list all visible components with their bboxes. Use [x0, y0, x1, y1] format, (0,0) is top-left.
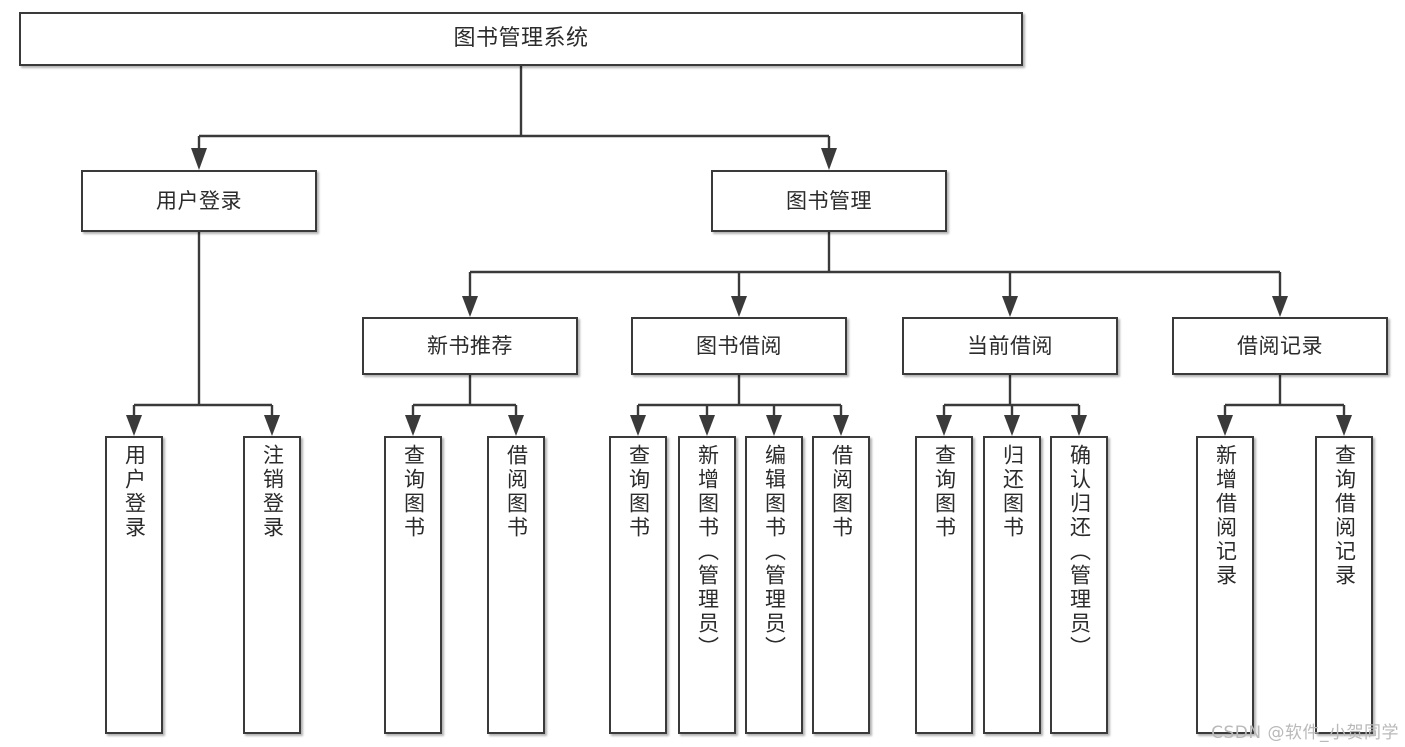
- arrow-leaf-query-record: [1336, 415, 1352, 436]
- arrow-book-manage: [821, 148, 837, 170]
- node-leaf-edit-book-label: 编辑图书（管理员）: [762, 444, 787, 660]
- node-user-login-label: 用户登录: [156, 188, 242, 213]
- node-leaf-add-book[interactable]: 新增图书（管理员）: [678, 436, 736, 734]
- node-borrow-record[interactable]: 借阅记录: [1172, 317, 1388, 375]
- node-leaf-borrow-book-1-label: 借阅图书: [504, 444, 529, 540]
- node-leaf-borrow-book-1[interactable]: 借阅图书: [487, 436, 545, 734]
- node-new-book-recommend[interactable]: 新书推荐: [362, 317, 578, 375]
- arrow-leaf-edit-book: [766, 415, 782, 436]
- watermark-text: CSDN @软件_小贺同学: [1211, 723, 1399, 743]
- node-new-book-recommend-label: 新书推荐: [427, 333, 513, 358]
- node-leaf-query-book-2-label: 查询图书: [626, 444, 651, 540]
- node-leaf-user-logout-label: 注销登录: [260, 444, 285, 540]
- node-book-borrow[interactable]: 图书借阅: [631, 317, 847, 375]
- arrow-leaf-confirm-return: [1071, 415, 1087, 436]
- arrow-leaf-add-book: [699, 415, 715, 436]
- node-leaf-add-borrow-record[interactable]: 新增借阅记录: [1196, 436, 1254, 734]
- node-leaf-query-borrow-record[interactable]: 查询借阅记录: [1315, 436, 1373, 734]
- arrow-leaf-borrow-book-2: [833, 415, 849, 436]
- arrow-book-borrow: [731, 296, 747, 317]
- arrow-leaf-query-book-3: [936, 415, 952, 436]
- node-current-borrow[interactable]: 当前借阅: [902, 317, 1118, 375]
- node-leaf-query-book-2[interactable]: 查询图书: [609, 436, 667, 734]
- node-leaf-add-borrow-record-label: 新增借阅记录: [1213, 444, 1238, 588]
- node-leaf-query-book-1-label: 查询图书: [401, 444, 426, 540]
- node-leaf-query-book-3-label: 查询图书: [932, 444, 957, 540]
- node-root-label: 图书管理系统: [453, 26, 589, 52]
- node-book-manage[interactable]: 图书管理: [711, 170, 947, 232]
- arrow-leaf-query-book-2: [630, 415, 646, 436]
- node-leaf-borrow-book-2-label: 借阅图书: [829, 444, 854, 540]
- node-leaf-query-borrow-record-label: 查询借阅记录: [1332, 444, 1357, 588]
- arrow-current-borrow: [1002, 296, 1018, 317]
- node-leaf-confirm-return-label: 确认归还（管理员）: [1067, 444, 1092, 660]
- node-leaf-query-book-1[interactable]: 查询图书: [384, 436, 442, 734]
- node-leaf-return-book-label: 归还图书: [1000, 444, 1025, 540]
- arrow-leaf-user-login: [126, 415, 142, 436]
- arrow-leaf-return-book: [1004, 415, 1020, 436]
- node-root[interactable]: 图书管理系统: [19, 12, 1023, 66]
- node-book-manage-label: 图书管理: [786, 188, 872, 213]
- node-current-borrow-label: 当前借阅: [967, 333, 1053, 358]
- node-borrow-record-label: 借阅记录: [1237, 333, 1323, 358]
- arrow-leaf-borrow-book-1: [508, 415, 524, 436]
- node-user-login[interactable]: 用户登录: [81, 170, 317, 232]
- arrow-leaf-query-book-1: [405, 415, 421, 436]
- arrow-user-login: [191, 148, 207, 170]
- node-book-borrow-label: 图书借阅: [696, 333, 782, 358]
- node-leaf-return-book[interactable]: 归还图书: [983, 436, 1041, 734]
- arrow-new-book-rec: [462, 296, 478, 317]
- arrow-borrow-record: [1272, 296, 1288, 317]
- node-leaf-user-login-label: 用户登录: [122, 444, 147, 540]
- arrow-leaf-user-logout: [264, 415, 280, 436]
- node-leaf-add-book-label: 新增图书（管理员）: [695, 444, 720, 660]
- node-leaf-user-logout[interactable]: 注销登录: [243, 436, 301, 734]
- node-leaf-confirm-return[interactable]: 确认归还（管理员）: [1050, 436, 1108, 734]
- node-leaf-user-login[interactable]: 用户登录: [105, 436, 163, 734]
- node-leaf-borrow-book-2[interactable]: 借阅图书: [812, 436, 870, 734]
- arrow-leaf-add-record: [1217, 415, 1233, 436]
- node-leaf-query-book-3[interactable]: 查询图书: [915, 436, 973, 734]
- node-leaf-edit-book[interactable]: 编辑图书（管理员）: [745, 436, 803, 734]
